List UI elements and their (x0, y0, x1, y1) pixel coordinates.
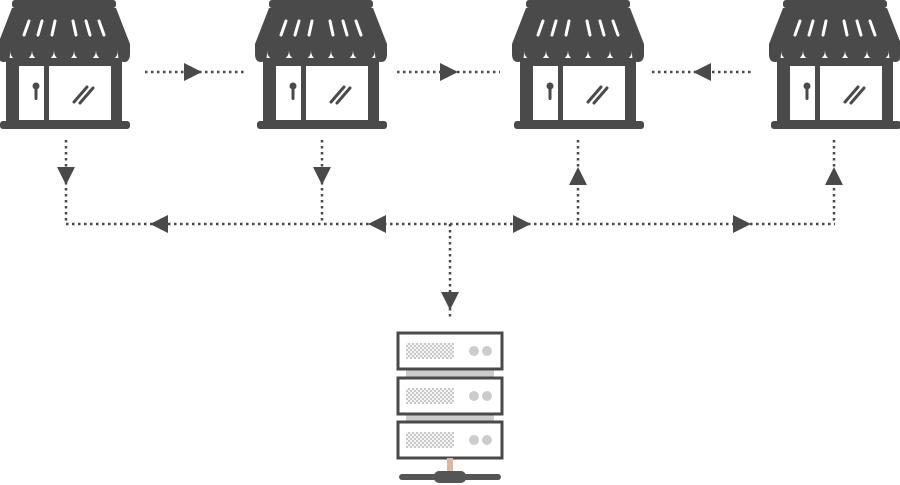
arrow-bus-to-store1 (57, 167, 75, 185)
arrow-bus-to-store4 (825, 167, 843, 185)
arrow-to-server (441, 292, 459, 310)
server-rack-icon (396, 331, 504, 483)
arrow-bus-left (150, 215, 168, 233)
arrow-bus-right (733, 215, 751, 233)
arrow-bus-left (368, 215, 386, 233)
storefront-icon (253, 0, 389, 131)
arrow-bus-to-store2 (313, 167, 331, 185)
connector-lines (64, 70, 836, 318)
arrow-store1-to-store2 (184, 63, 202, 81)
storefront-icon (767, 0, 900, 131)
arrow-bus-right (513, 215, 531, 233)
arrow-store4-to-store3 (693, 63, 711, 81)
arrowheads (57, 63, 843, 310)
storefront-icon (510, 0, 646, 131)
arrow-store2-to-store3 (440, 63, 458, 81)
arrow-bus-to-store3 (569, 167, 587, 185)
storefront-icon (0, 0, 132, 131)
